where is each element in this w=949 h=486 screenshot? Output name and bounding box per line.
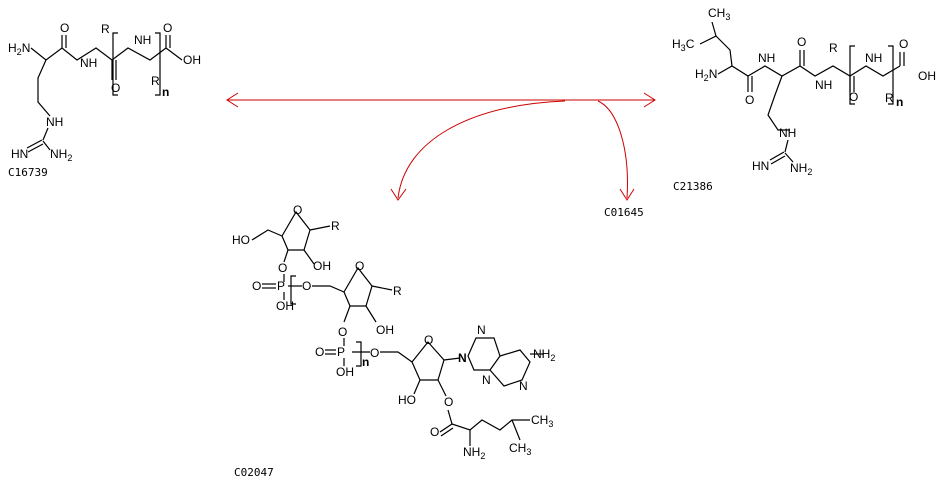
atom-ch3: CH3 xyxy=(708,6,730,22)
atom-o: O xyxy=(745,93,754,107)
repeat-bracket-p2-right xyxy=(356,341,362,367)
atom-o-link1: O xyxy=(278,261,287,275)
atom-o-2: O xyxy=(797,35,806,49)
arrowhead-left-icon xyxy=(226,92,239,108)
atom-nh2: NH2 xyxy=(790,161,812,177)
atom-r-2: R xyxy=(393,284,402,298)
repeat-bracket-left-2 xyxy=(849,45,855,105)
atom-r: R xyxy=(331,219,340,233)
atom-h2n: H2N xyxy=(695,67,717,83)
side-chain-bonds xyxy=(37,59,51,117)
repeat-n-3: n xyxy=(362,355,369,369)
atom-o-3: O xyxy=(163,21,172,35)
atom-r-2: R xyxy=(885,91,894,105)
backbone-bonds-2 xyxy=(717,65,901,77)
atom-nh2: NH2 xyxy=(533,347,555,363)
ribose-ring-3 xyxy=(411,341,445,381)
atom-nh: NH xyxy=(80,56,97,70)
atom-r: R xyxy=(101,22,110,36)
atom-n-9: N xyxy=(458,351,467,365)
repeat-bracket-right xyxy=(155,32,161,96)
atom-h2n: H2N xyxy=(8,41,30,57)
reaction-arrows xyxy=(226,92,656,201)
repeat-n-2: n xyxy=(896,95,903,109)
atom-o-ring3: O xyxy=(424,333,433,347)
repeat-bracket-left xyxy=(112,32,118,96)
label-c01645: C01645 xyxy=(604,206,644,219)
atom-h3c: H3C xyxy=(672,37,695,53)
atom-p1: P xyxy=(277,279,285,293)
atom-n-7: N xyxy=(477,323,486,337)
atom-o-ester: O xyxy=(444,395,453,409)
atom-o-p1: O xyxy=(252,279,261,293)
atom-o-ring1: O xyxy=(293,203,302,217)
atom-o-link2: O xyxy=(302,279,311,293)
atom-r-2: R xyxy=(151,74,160,88)
repeat-bracket-p1-left xyxy=(290,275,296,305)
backbone-bonds xyxy=(30,47,183,61)
atom-o: O xyxy=(60,21,69,35)
ribose-ring-1 xyxy=(281,210,311,251)
label-c02047: C02047 xyxy=(234,466,274,479)
label-c21386: C21386 xyxy=(673,180,713,193)
atom-hn: HN xyxy=(752,159,769,173)
side-arrow-to-c01645 xyxy=(597,100,628,199)
atom-nh: NH xyxy=(758,51,775,65)
atom-oh: OH xyxy=(918,69,936,83)
side-arrow-to-c02047 xyxy=(397,100,566,199)
atom-r: R xyxy=(829,41,838,55)
atom-nh-3: NH xyxy=(865,51,882,65)
atom-ho: HO xyxy=(232,233,250,247)
atom-o-carbonyl: O xyxy=(430,425,439,439)
atom-oh: OH xyxy=(313,259,331,273)
atom-o-ring2: O xyxy=(355,259,364,273)
atom-hn: HN xyxy=(11,147,28,161)
atom-ho-2: HO xyxy=(398,393,416,407)
ribose-ring-2 xyxy=(343,266,373,307)
atom-ch3-2: CH3 xyxy=(531,413,553,429)
atom-o-link3: O xyxy=(338,325,347,339)
repeat-bracket-right-2 xyxy=(888,45,894,105)
atom-nh-3: NH xyxy=(46,115,63,129)
atom-nh-2: NH xyxy=(134,33,151,47)
atom-o-3: O xyxy=(849,90,858,104)
atom-n-1: N xyxy=(519,379,528,393)
atom-o-4: O xyxy=(899,37,908,51)
atom-o-p2: O xyxy=(315,345,324,359)
arrowhead-down-right-icon xyxy=(619,188,635,201)
atom-nh2-2: NH2 xyxy=(463,445,485,461)
atom-nh2: NH2 xyxy=(50,147,72,163)
atom-n-3: N xyxy=(482,373,491,387)
compound-c21386: CH3 H3C H2N O NH O NH R O NH R n O OH NH… xyxy=(672,6,936,193)
repeat-n: n xyxy=(162,85,169,99)
purine-ring xyxy=(467,337,501,371)
atom-o-2: O xyxy=(111,81,120,95)
pyrimidine-ring xyxy=(489,349,531,387)
atom-nh-2: NH xyxy=(815,78,832,92)
atom-nh-4: NH xyxy=(779,126,796,140)
label-c16739: C16739 xyxy=(8,166,48,179)
compound-c02047: HO O R OH O O P OH O O R OH O O P OH xyxy=(232,203,555,479)
atom-oh-p1: OH xyxy=(276,299,294,313)
arrowhead-right-icon xyxy=(643,92,656,108)
atom-p2: P xyxy=(337,345,345,359)
compound-c16739: H2N O NH R O NH R n O OH NH HN NH2 C1673… xyxy=(8,21,201,179)
atom-ch3-3: CH3 xyxy=(509,441,531,457)
atom-o-link4: O xyxy=(370,346,379,360)
atom-oh-p2: OH xyxy=(336,365,354,379)
atom-oh-2: OH xyxy=(376,323,394,337)
atom-oh: OH xyxy=(183,53,201,67)
arrowhead-down-left-icon xyxy=(390,188,407,201)
